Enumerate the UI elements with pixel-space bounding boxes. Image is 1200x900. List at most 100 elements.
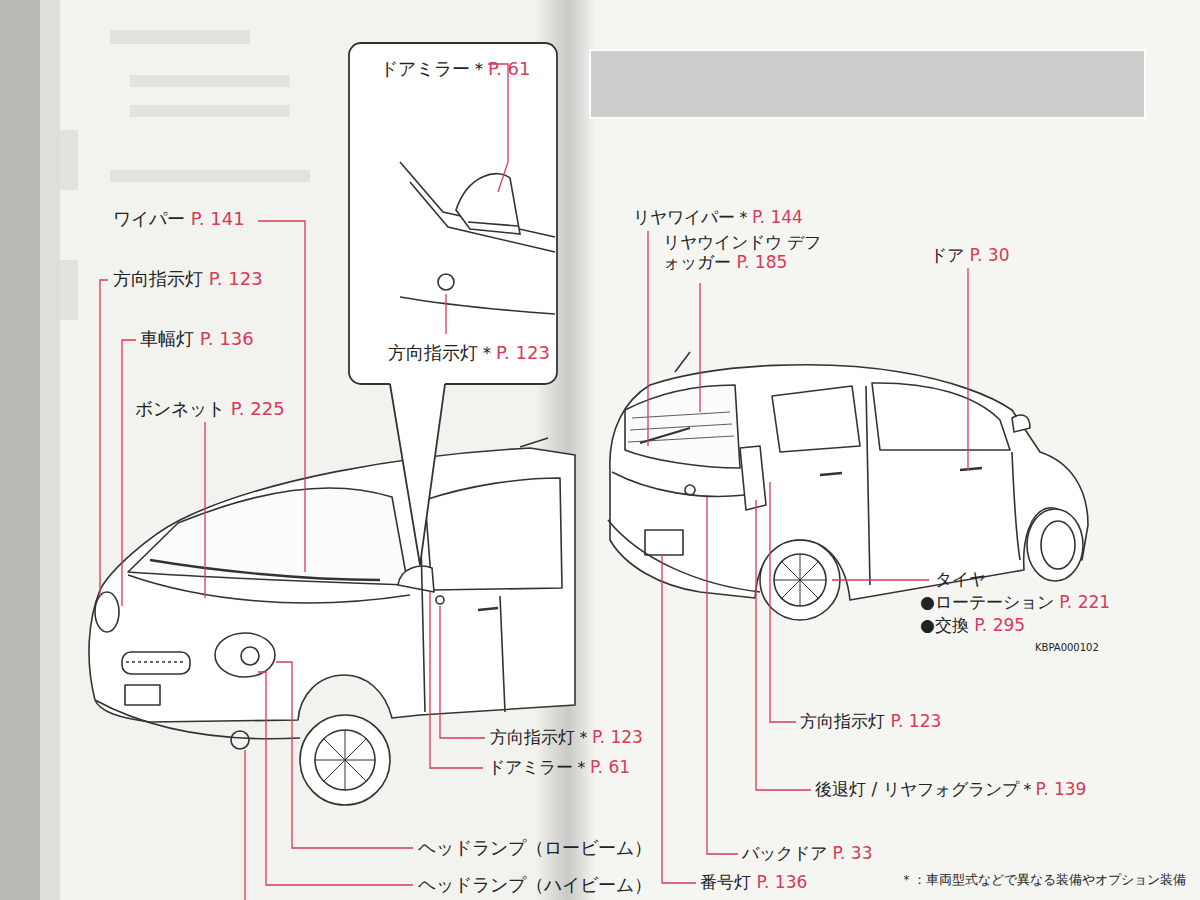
faint-line [110,30,250,44]
back-door-line [612,472,745,496]
callout-label: 方向指示灯＊P. 123 [388,342,550,364]
part-label: タイヤ [935,569,986,589]
bumper-line [608,520,760,592]
wheel-rim [315,730,375,790]
number-plate [645,530,683,555]
leader-line [122,340,136,606]
car-body [89,448,575,722]
part-label: ●ローテーション P. 221 [920,592,1110,612]
wiper-blade [150,560,380,580]
wheel-spokes [315,730,375,790]
door-line [866,386,1020,585]
part-label: ドア P. 30 [930,245,1009,265]
leader-line [662,556,696,883]
leader-line [647,231,648,446]
page-reference: P. 123 [592,727,643,747]
faint-line [130,75,290,87]
page-reference: P. 295 [974,615,1025,635]
leader-line [244,750,245,900]
part-label: 車幅灯 P. 136 [140,328,254,350]
leader-line [204,422,205,598]
part-label: ワイパー P. 141 [113,208,245,230]
antenna [520,438,548,447]
figure-code: KBPA000102 [1035,642,1099,654]
mirror-edge [468,222,518,226]
door-mirror [456,174,520,234]
faint-line [110,170,310,182]
text-run: KBPA000102 [1035,642,1099,653]
page-reference: P. 139 [1036,779,1087,799]
car-body [610,365,1088,600]
text-run: ドアミラー＊ [488,757,590,777]
side-window [772,386,860,452]
text-run: 方向指示灯＊ [388,342,496,363]
leader-line [276,662,413,848]
door-line [400,297,555,314]
leader-line [440,606,485,738]
leader-line [832,579,929,580]
part-label: ボンネット P. 225 [135,398,285,420]
door-mirror [1012,415,1030,432]
header-band [590,50,1145,118]
leader-line [445,294,446,334]
page-reference: P. 30 [969,245,1009,265]
bumper-line [95,700,300,739]
page-reference: P. 123 [209,268,263,289]
part-label: 後退灯 / リヤフォグランプ＊P. 139 [815,779,1086,799]
rear-car-drawing [608,352,1088,620]
page-reference: P. 61 [488,58,530,79]
emblem [685,485,695,495]
faint-tab [60,130,78,190]
table-edge [0,0,40,900]
text-run: ヘッドランプ（ハイビーム） [418,874,652,895]
door-handle [820,468,982,475]
side-marker [436,596,444,604]
headlamp [95,592,119,632]
text-run: 番号灯 [700,872,756,892]
part-label: リヤワイパー＊P. 144 [633,207,803,227]
front-wheel [1027,509,1083,581]
text-run: ＊：車両型式などで異なる装備やオプション装備 [900,872,1186,887]
leader-line [430,592,483,768]
fog-lamp [231,731,249,749]
front-car-drawing [89,438,575,805]
grille-mesh [126,661,186,663]
inset-callout: ドアミラー＊P. 61 方向指示灯＊P. 123 [348,42,558,385]
text-run: ●交換 [920,615,974,635]
text-run: ワイパー [113,208,191,229]
part-label: バックドア P. 33 [742,843,872,863]
text-run: 車幅灯 [140,328,200,349]
defogger-lines [628,412,734,442]
faint-tab [60,260,78,320]
text-run: ドア [930,245,969,265]
wheel-spokes [774,554,826,606]
text-run: 方向指示灯 [113,268,209,289]
part-label: 方向指示灯＊P. 123 [490,727,643,747]
wheel-rim [774,554,826,606]
page-reference: P. 136 [756,872,807,892]
leader-line [258,221,305,572]
page-reference: P. 33 [832,843,872,863]
a-pillar [400,162,555,237]
text-run: 方向指示灯 [800,711,890,731]
page-reference: P. 61 [590,757,630,777]
page-reference: P. 136 [200,328,254,349]
callout-label: ドアミラー＊P. 61 [380,58,530,80]
mirror-detail-drawing [400,162,555,314]
part-label: 方向指示灯 P. 123 [113,268,263,290]
text-run: ●ローテーション [920,592,1059,612]
side-window [425,478,562,590]
callout-pointer [390,384,445,565]
part-label: リヤウインドウ デフォッガー P. 185 [663,232,833,273]
side-turn-signal [438,274,454,290]
page-reference: P. 221 [1059,592,1110,612]
text-run: ヘッドランプ（ロービーム） [418,837,652,858]
page-reference: P. 123 [496,342,550,363]
front-wheel [300,715,390,805]
door-line [420,500,505,712]
page-reference: P. 141 [191,208,245,229]
part-label: ヘッドランプ（ロービーム） [418,837,652,859]
part-label: ヘッドランプ（ハイビーム） [418,874,652,896]
leader-line [770,482,796,722]
